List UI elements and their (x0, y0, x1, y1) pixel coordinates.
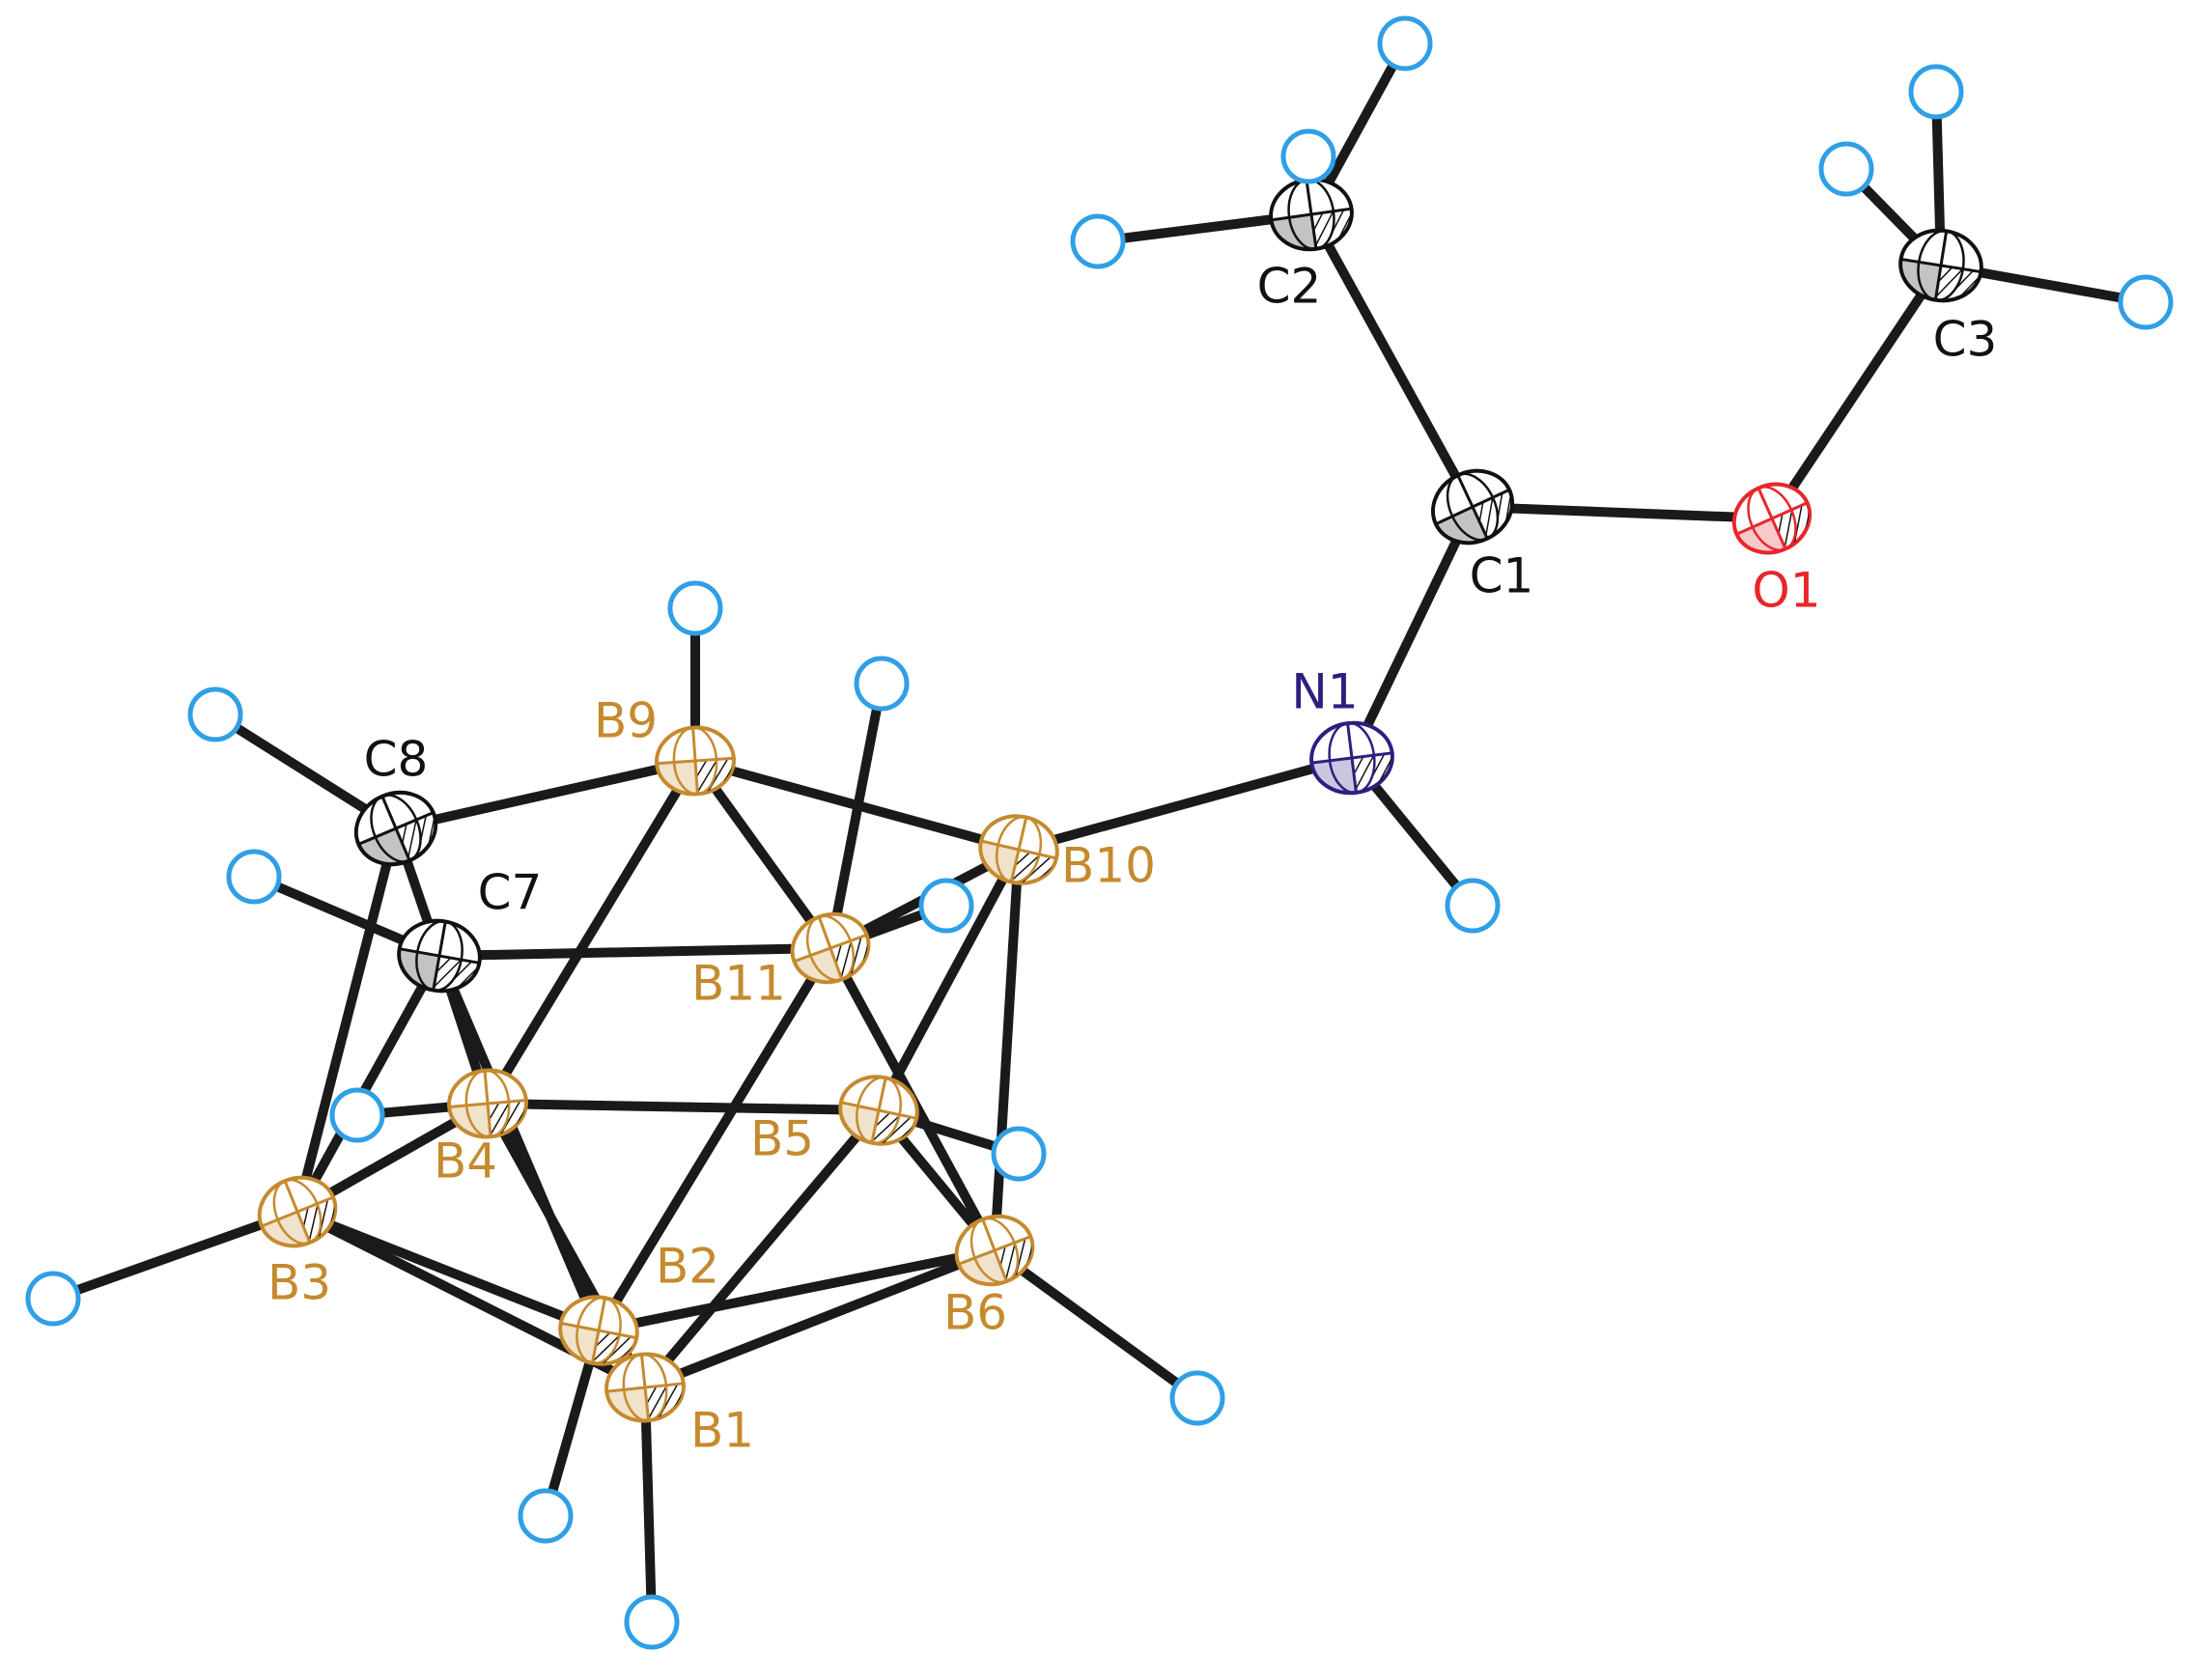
atom-o1 (1731, 482, 1813, 555)
bond-b10-b5 (874, 845, 1024, 1115)
bond-b9-b11 (690, 756, 835, 953)
hydrogen-atom-on-n1 (1445, 878, 1501, 934)
atom-b1 (604, 1352, 686, 1423)
bond-c7-b11 (435, 943, 835, 961)
bond-b11-b2 (594, 943, 835, 1335)
hydrogen-atom-on-b1 (624, 1594, 680, 1650)
atom-label-c8: C8 (364, 732, 429, 788)
hydrogen-atom-on-b11 (854, 656, 910, 712)
bond-b2-b6 (594, 1246, 999, 1335)
atom-label-b3: B3 (267, 1255, 331, 1311)
atom-label-b5: B5 (750, 1111, 814, 1167)
atom-b9 (655, 725, 736, 797)
atom-label-c7: C7 (478, 865, 543, 921)
hydrogen-atom-on-c2 (1280, 128, 1336, 184)
bond-b3-b2 (293, 1207, 604, 1335)
bond-c7-b3 (293, 951, 444, 1217)
atom-label-b6: B6 (943, 1285, 1007, 1341)
hydrogen-atom-on-b2 (518, 1488, 574, 1544)
atom-c1 (1430, 468, 1515, 546)
atom-c8 (353, 790, 438, 867)
hydrogen-atom-on-c8 (187, 686, 243, 742)
h-bond-b11-10 (826, 703, 883, 953)
atom-b5 (838, 1075, 919, 1146)
atom-label-b1: B1 (690, 1403, 754, 1459)
hydrogen-atom-on-b11 (918, 878, 974, 934)
atom-label-c1: C1 (1470, 548, 1534, 604)
hydrogen-atom-on-c3 (2118, 274, 2174, 330)
atom-b6 (954, 1214, 1035, 1287)
atom-label-c3: C3 (1933, 312, 1998, 368)
atom-b2 (558, 1295, 639, 1366)
bond-c8-b9 (391, 756, 700, 833)
atom-c2 (1269, 177, 1354, 252)
hydrogen-atom-on-b4 (329, 1087, 385, 1143)
bond-b10-b6 (990, 845, 1024, 1255)
bond-c7-b2 (435, 951, 604, 1335)
atom-c7 (397, 918, 482, 994)
hydrogen-atom-on-c2 (1070, 213, 1126, 269)
hydrogen-atom-on-b6 (1169, 1370, 1225, 1426)
atom-label-o1: O1 (1752, 563, 1820, 619)
atom-label-b9: B9 (594, 693, 658, 749)
bond-c1-n1 (1347, 502, 1477, 763)
bond-n1-b10 (1014, 753, 1357, 854)
atom-c3 (1898, 228, 1983, 303)
hydrogen-atom-on-c7 (226, 849, 282, 905)
hydrogen-atom-on-c3 (1818, 141, 1874, 197)
bond-c8-b3 (293, 824, 401, 1217)
bond-b4-b5 (483, 1099, 884, 1115)
atom-label-b11: B11 (691, 956, 786, 1012)
hydrogen-atom-on-b9 (667, 580, 723, 636)
bond-b5-b1 (640, 1106, 884, 1392)
atom-label-n1: N1 (1291, 664, 1358, 720)
bonds-layer (293, 210, 1946, 1392)
bond-c1-o1 (1468, 502, 1777, 523)
hydrogen-atom-on-c3 (1908, 64, 1964, 120)
bond-b1-b6 (640, 1246, 999, 1392)
atom-label-c2: C2 (1257, 259, 1322, 315)
atom-b11 (790, 911, 871, 985)
h-bond-b6-15 (990, 1246, 1182, 1388)
bond-b9-b4 (483, 756, 700, 1108)
atom-label-b10: B10 (1061, 838, 1156, 894)
atom-b10 (978, 814, 1059, 885)
atoms-layer (257, 177, 1983, 1423)
hydrogen-atom-on-b5 (991, 1126, 1047, 1182)
atom-label-b4: B4 (434, 1134, 497, 1190)
hydrogens-layer (25, 15, 2174, 1650)
atom-b4 (447, 1068, 528, 1139)
hydrogen-atom-on-b3 (25, 1271, 81, 1327)
hydrogen-atom-on-c2 (1377, 15, 1433, 71)
bond-o1-c3 (1767, 261, 1946, 523)
atom-label-b2: B2 (656, 1239, 719, 1295)
atom-n1 (1309, 720, 1394, 796)
bond-c2-c1 (1307, 210, 1477, 512)
atom-b3 (257, 1175, 338, 1248)
